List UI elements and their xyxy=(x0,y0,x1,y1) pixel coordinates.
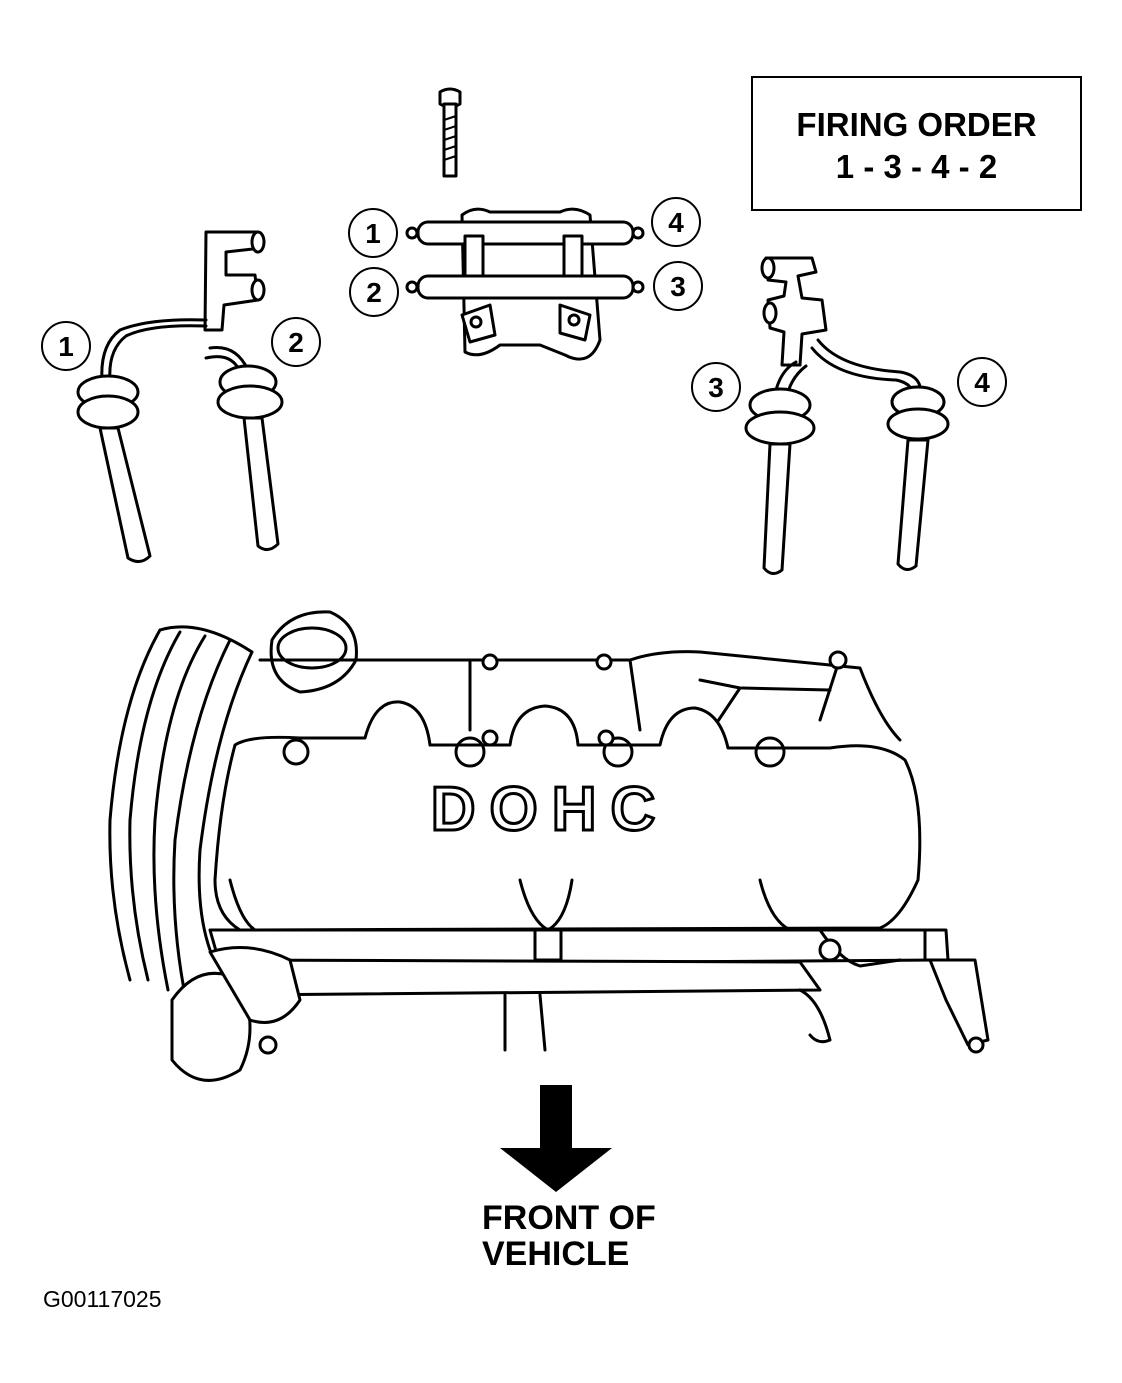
callout-left-2: 2 xyxy=(271,317,321,367)
firing-order-sequence: 1 - 3 - 4 - 2 xyxy=(835,148,998,185)
svg-text:1: 1 xyxy=(58,331,74,362)
front-label-line1: FRONT OF xyxy=(482,1199,656,1237)
ignition-coil-pack xyxy=(405,207,645,361)
callout-left-1: 1 xyxy=(41,321,91,371)
svg-text:3: 3 xyxy=(670,271,686,302)
dohc-label: DOHC xyxy=(431,775,670,844)
svg-text:3: 3 xyxy=(708,372,724,403)
callout-right-4: 4 xyxy=(957,357,1007,407)
callout-coil-1: 1 xyxy=(348,208,398,258)
spark-plug-wires-3-4 xyxy=(744,256,950,575)
spark-plug-wires-1-2 xyxy=(76,230,284,563)
engine-valve-cover xyxy=(108,610,990,1082)
figure-id: G00117025 xyxy=(43,1286,162,1312)
firing-order-title: FIRING ORDER xyxy=(796,106,1037,143)
svg-text:2: 2 xyxy=(288,327,304,358)
front-of-vehicle-label: FRONT OF VEHICLE xyxy=(482,1200,656,1272)
svg-text:1: 1 xyxy=(365,218,381,249)
svg-text:2: 2 xyxy=(366,277,382,308)
front-label-line2: VEHICLE xyxy=(482,1235,630,1273)
callout-right-3: 3 xyxy=(691,362,741,412)
svg-text:4: 4 xyxy=(668,207,684,238)
svg-text:4: 4 xyxy=(974,367,990,398)
callout-coil-3: 3 xyxy=(653,261,703,311)
callout-coil-4: 4 xyxy=(651,197,701,247)
front-arrow xyxy=(500,1085,612,1192)
coil-bolt xyxy=(438,87,462,178)
firing-order-box: FIRING ORDER 1 - 3 - 4 - 2 xyxy=(751,76,1082,211)
callout-coil-2: 2 xyxy=(349,267,399,317)
